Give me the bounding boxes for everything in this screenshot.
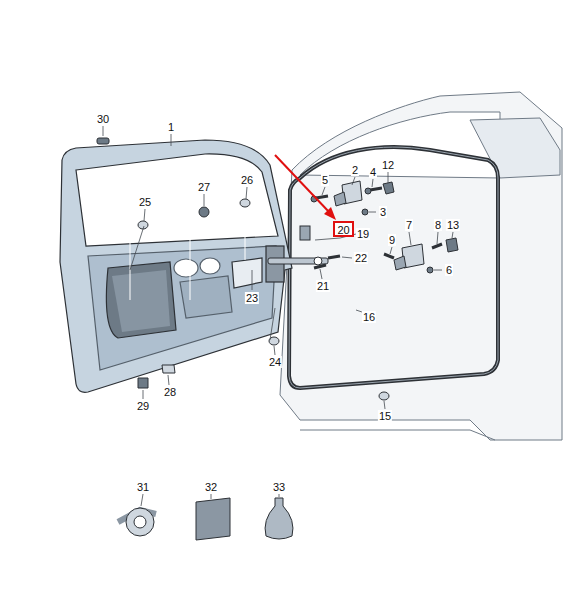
pointer-arrow: [275, 155, 336, 220]
callout-number: 26: [240, 174, 254, 186]
callout-number: 31: [136, 481, 150, 493]
callout-number: 25: [138, 196, 152, 208]
door-seal: [289, 147, 498, 388]
callout-number: 8: [434, 219, 442, 231]
callout-number: 19: [356, 228, 370, 240]
callout-number: 30: [96, 113, 110, 125]
callout-number: 15: [378, 410, 392, 422]
callout-number: 21: [316, 280, 330, 292]
leader-lines: [103, 126, 453, 506]
callout-number: 32: [204, 481, 218, 493]
callout-number: 28: [163, 386, 177, 398]
callout-number: 3: [379, 206, 387, 218]
callout-number: 13: [446, 219, 460, 231]
door-shell: [60, 140, 292, 392]
callout-number: 24: [268, 356, 282, 368]
parts: [97, 138, 458, 400]
callout-number: 23: [245, 292, 259, 304]
callout-number: 6: [445, 264, 453, 276]
callout-number: 27: [197, 181, 211, 193]
callout-number: 20: [338, 224, 349, 236]
callout-number: 12: [381, 159, 395, 171]
callout-number: 7: [405, 219, 413, 231]
callout-number: 22: [354, 252, 368, 264]
callout-number: 4: [369, 166, 377, 178]
callout-number: 16: [362, 311, 376, 323]
callout-number: 9: [388, 234, 396, 246]
check-strap: [268, 226, 328, 265]
highlight-box: 20: [333, 221, 354, 237]
car-body: [280, 92, 562, 440]
callout-number: 5: [321, 174, 329, 186]
accessories: [118, 498, 293, 540]
callout-number: 1: [167, 121, 175, 133]
callout-number: 33: [272, 481, 286, 493]
callout-number: 2: [351, 164, 359, 176]
callout-number: 29: [136, 400, 150, 412]
